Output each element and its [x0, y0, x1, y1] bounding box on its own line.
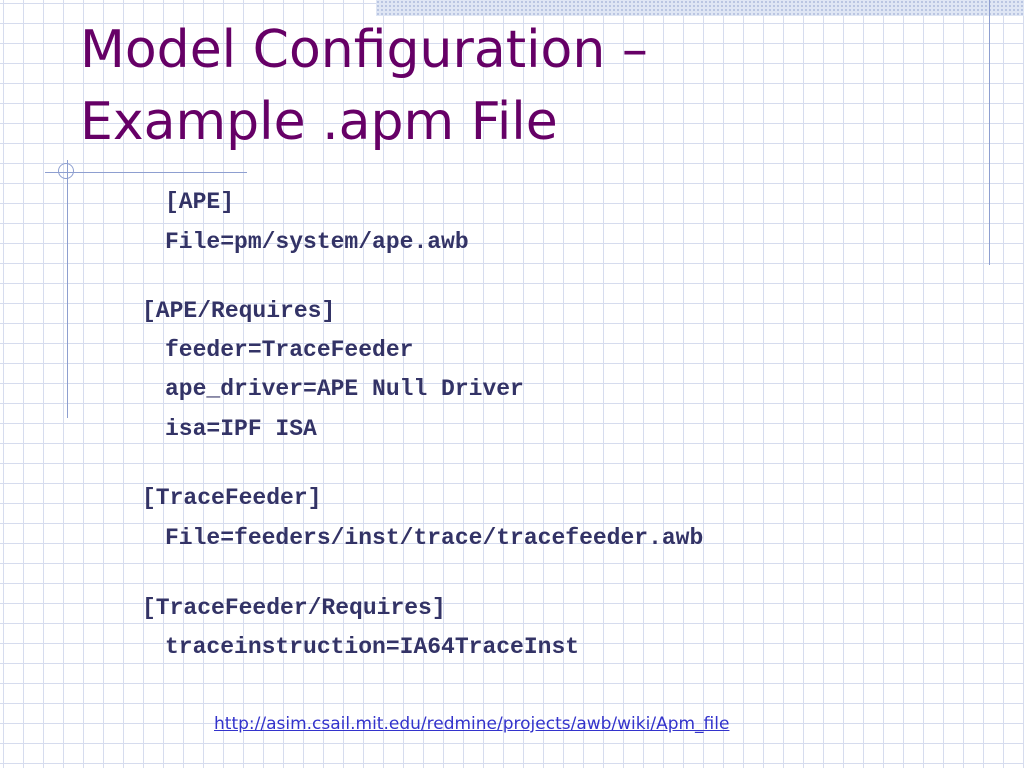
slide-title-line-1: Model Configuration –	[80, 20, 648, 80]
code-line-tracefeeder-file: File=feeders/inst/trace/tracefeeder.awb	[165, 525, 704, 551]
code-line-ape-driver: ape_driver=APE Null Driver	[165, 376, 524, 402]
slide-title: Model Configuration – Example .apm File	[80, 14, 648, 158]
code-line-ape-header: [APE]	[165, 189, 235, 215]
code-line-traceinstruction: traceinstruction=IA64TraceInst	[165, 634, 580, 660]
source-link[interactable]: http://asim.csail.mit.edu/redmine/projec…	[214, 714, 730, 734]
code-line-tracefeeder-header: [TraceFeeder]	[142, 485, 322, 511]
slide-title-line-2: Example .apm File	[80, 92, 558, 152]
crosshair-ring-icon	[58, 163, 74, 179]
decorative-vertical-line-right	[989, 0, 990, 265]
decorative-horizontal-line	[45, 172, 247, 173]
code-line-ape-requires-header: [APE/Requires]	[142, 298, 336, 324]
code-line-feeder: feeder=TraceFeeder	[165, 337, 414, 363]
code-line-ape-file: File=pm/system/ape.awb	[165, 229, 469, 255]
code-line-tracefeeder-requires-header: [TraceFeeder/Requires]	[142, 595, 446, 621]
decorative-top-band	[376, 0, 1024, 16]
code-line-isa: isa=IPF ISA	[165, 416, 317, 442]
decorative-vertical-line-left	[67, 160, 68, 418]
